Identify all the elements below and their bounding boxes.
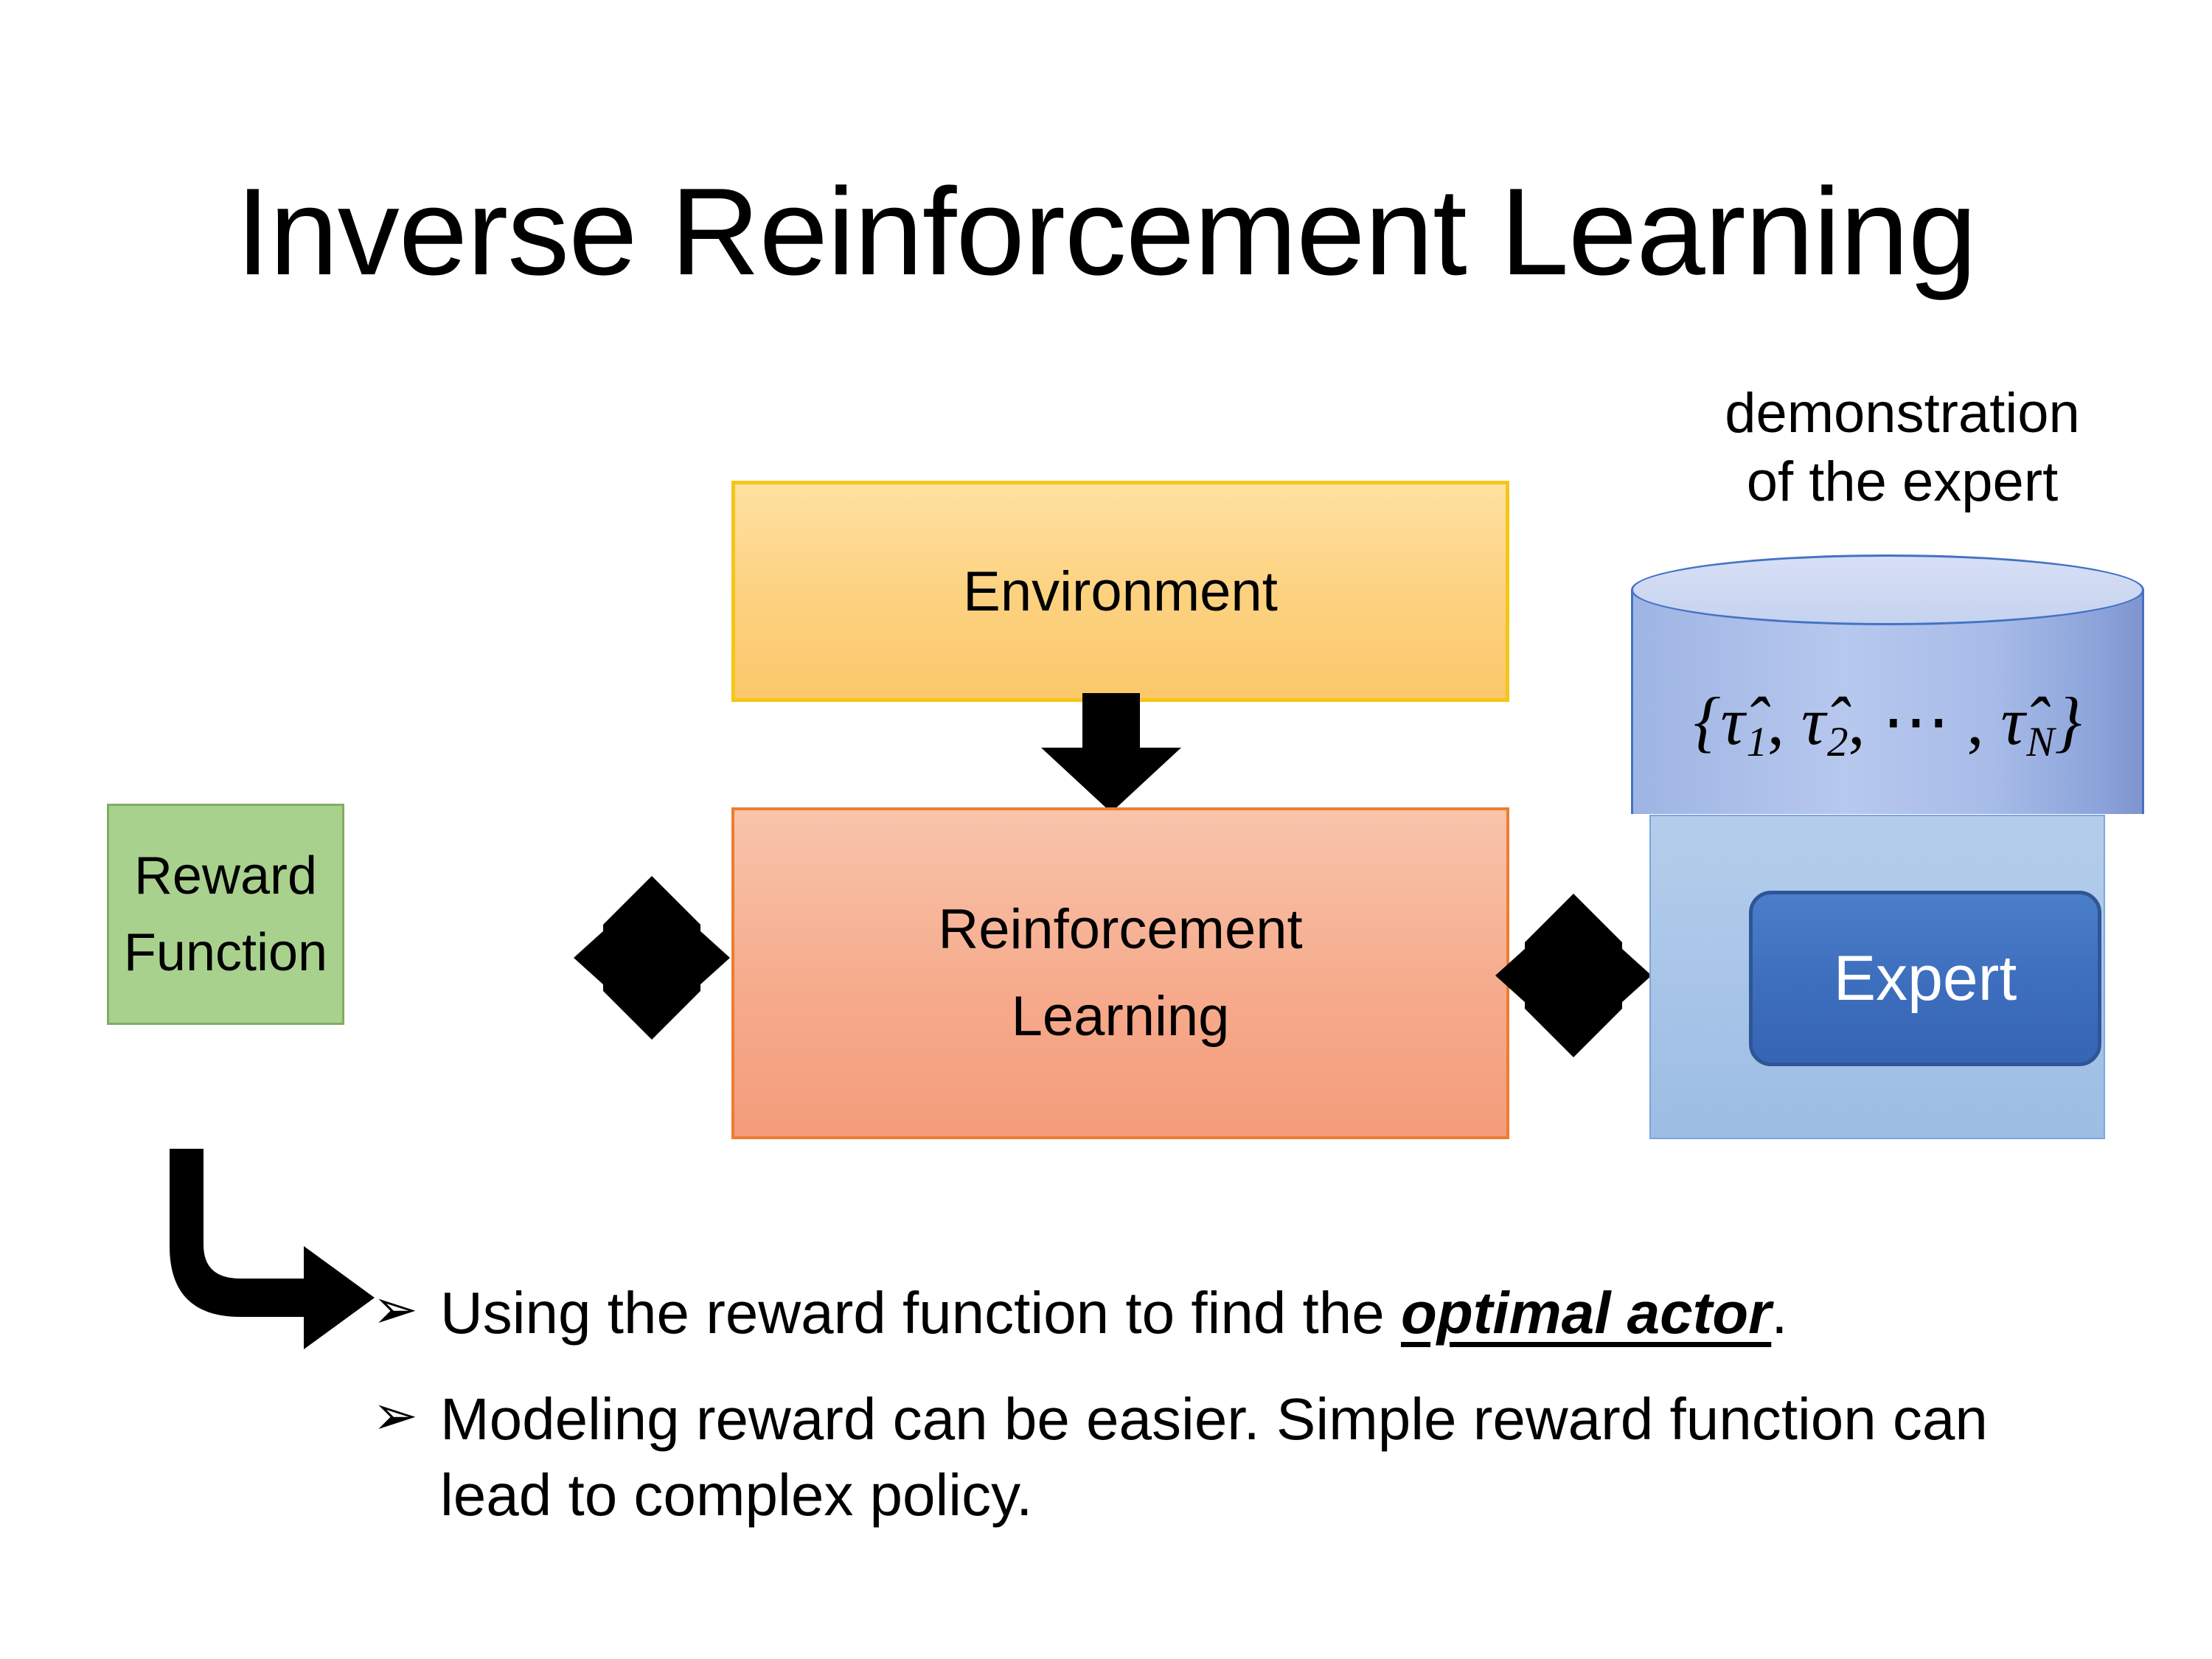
bullet-item-1-text: Using the reward function to find the op…	[440, 1276, 2083, 1351]
demonstration-caption-line1: demonstration	[1725, 382, 2080, 445]
bullet-arrow-icon: ➢	[372, 1385, 419, 1447]
demonstration-caption: demonstration of the expert	[1622, 380, 2183, 516]
environment-box-label: Environment	[963, 560, 1278, 623]
reinforcement-learning-box: Reinforcement Learning	[731, 807, 1509, 1139]
arrow-reward-to-rl	[574, 876, 730, 1040]
list-item: ➢ Modeling reward can be easier. Simple …	[372, 1382, 2083, 1533]
cylinder-top-ellipse	[1631, 554, 2144, 625]
cylinder-body	[1631, 590, 2144, 814]
formula-open-brace: {	[1693, 684, 1721, 759]
formula-close-brace: }	[2054, 684, 2082, 759]
rl-box-label-line1: Reinforcement	[938, 898, 1303, 961]
arrow-reward-to-bullets	[170, 1149, 375, 1349]
reward-box-label-line2: Function	[123, 923, 328, 982]
trajectory-set-formula: {τ̂1, τ̂2, ⋯ , τ̂N}	[1631, 687, 2144, 763]
formula-tau-1-subscript: 1	[1746, 718, 1767, 765]
bullet-item-1-text-before: Using the reward function to find the	[440, 1280, 1401, 1346]
bullet-item-1-text-after: .	[1771, 1280, 1788, 1346]
environment-box: Environment	[731, 481, 1509, 702]
bullet-arrow-icon: ➢	[372, 1279, 419, 1340]
formula-tau-1: τ̂	[1720, 684, 1745, 759]
reward-box-label-line1: Reward	[133, 846, 318, 905]
page-title: Inverse Reinforcement Learning	[235, 162, 1978, 301]
rl-box-label-line2: Learning	[1011, 985, 1230, 1048]
bullet-list: ➢ Using the reward function to find the …	[372, 1276, 2083, 1564]
bullet-item-2-text: Modeling reward can be easier. Simple re…	[440, 1386, 1988, 1528]
expert-chip-label: Expert	[1833, 942, 2017, 1014]
formula-separator-2: , ⋯ ,	[1848, 684, 2001, 759]
demonstration-caption-line2: of the expert	[1746, 450, 2059, 513]
formula-separator-1: ,	[1767, 684, 1801, 759]
formula-tau-n-subscript: N	[2026, 718, 2055, 765]
formula-tau-2-subscript: 2	[1826, 718, 1848, 765]
reward-function-box: Reward Function	[107, 804, 344, 1025]
bullet-item-1-emphasis: optimal actor	[1400, 1280, 1772, 1346]
expert-chip: Expert	[1749, 891, 2101, 1066]
list-item: ➢ Using the reward function to find the …	[372, 1276, 2083, 1351]
formula-tau-2: τ̂	[1801, 684, 1826, 759]
arrow-environment-to-rl	[1041, 693, 1181, 813]
demonstration-cylinder: {τ̂1, τ̂2, ⋯ , τ̂N}	[1631, 554, 2144, 849]
formula-tau-n: τ̂	[2000, 684, 2025, 759]
arrow-rl-to-expert	[1495, 894, 1652, 1057]
